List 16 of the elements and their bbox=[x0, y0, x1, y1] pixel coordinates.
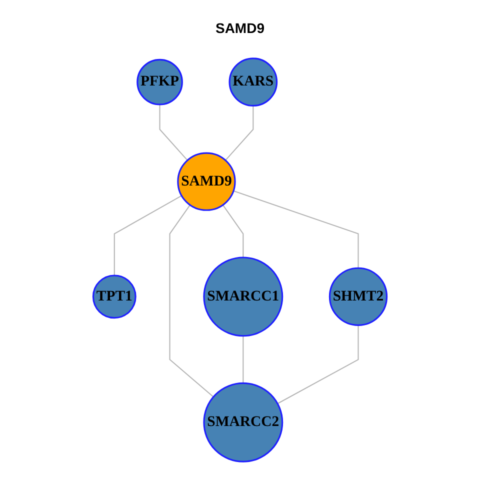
connector bbox=[114, 195, 182, 276]
node-circle: KARS bbox=[228, 58, 278, 106]
connector bbox=[233, 190, 359, 268]
connector bbox=[159, 104, 188, 161]
connector bbox=[242, 336, 244, 384]
node-circle: PFKP bbox=[136, 58, 183, 106]
connector bbox=[277, 325, 359, 404]
connector bbox=[225, 106, 254, 161]
connector bbox=[169, 204, 214, 398]
node-circle: SMARCC1 bbox=[203, 256, 284, 337]
title: SAMD9 bbox=[215, 20, 264, 36]
node-circle: SMARCC2 bbox=[203, 382, 284, 462]
node-circle: SHMT2 bbox=[328, 267, 388, 326]
connector bbox=[222, 204, 244, 258]
node-circle: SAMD9 bbox=[177, 152, 236, 211]
node-circle: TPT1 bbox=[92, 274, 136, 319]
